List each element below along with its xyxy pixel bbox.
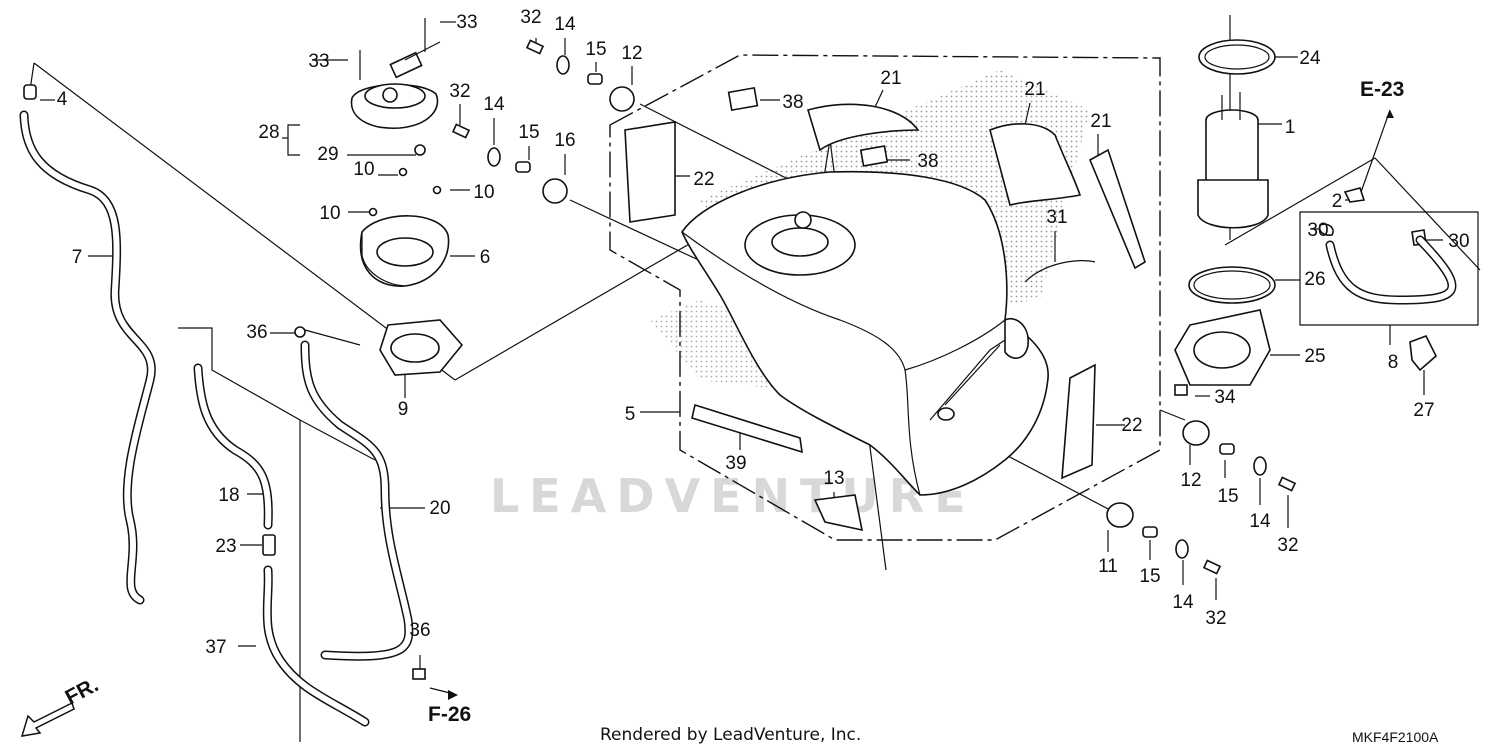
callout-38b: 38 — [917, 151, 938, 172]
callout-22b: 22 — [1121, 415, 1142, 436]
callout-14b: 14 — [483, 94, 505, 115]
callout-27: 27 — [1413, 400, 1434, 421]
callout-10c: 10 — [319, 203, 340, 224]
callout-24: 24 — [1299, 48, 1321, 69]
callout-32b: 32 — [449, 81, 470, 102]
callout-21a: 21 — [880, 68, 901, 89]
callout-labels: 1245678910101011121213141414141515151516… — [57, 7, 1470, 658]
pads-and-strips — [624, 103, 1146, 532]
fuel-cap-assembly — [350, 18, 464, 376]
callout-30b: 30 — [1448, 231, 1469, 252]
callout-7: 7 — [72, 247, 83, 268]
callout-20: 20 — [429, 498, 450, 519]
callout-38a: 38 — [782, 92, 803, 113]
callout-22a: 22 — [693, 169, 714, 190]
callout-15c: 15 — [1217, 486, 1238, 507]
callout-11: 11 — [1098, 556, 1118, 577]
callout-5: 5 — [625, 404, 636, 425]
callout-34: 34 — [1214, 387, 1236, 408]
front-direction-arrow-icon — [20, 701, 75, 737]
callout-10a: 10 — [353, 159, 374, 180]
callout-9: 9 — [398, 399, 409, 420]
callout-21c: 21 — [1090, 111, 1111, 132]
callout-23: 23 — [215, 536, 236, 557]
callout-14d: 14 — [1172, 592, 1194, 613]
callout-8: 8 — [1388, 352, 1399, 373]
callout-15b: 15 — [518, 122, 539, 143]
reference-arrow-icon — [448, 690, 458, 700]
callout-37: 37 — [205, 637, 226, 658]
callout-1: 1 — [1285, 117, 1296, 138]
callout-21b: 21 — [1024, 79, 1045, 100]
callout-12a: 12 — [621, 43, 642, 64]
callout-18: 18 — [218, 485, 239, 506]
callout-36a: 36 — [246, 322, 267, 343]
callout-16: 16 — [554, 130, 575, 151]
callout-10b: 10 — [473, 182, 494, 203]
diagram-code: MKF4F2100A — [1352, 729, 1439, 745]
callout-32d: 32 — [1205, 608, 1226, 629]
reference-arrow-icon — [1386, 110, 1394, 118]
small-hardware — [294, 39, 1297, 680]
callout-25: 25 — [1304, 346, 1325, 367]
callout-39: 39 — [725, 453, 746, 474]
fuel-hose — [1325, 235, 1457, 305]
callout-26: 26 — [1304, 269, 1325, 290]
callout-6: 6 — [480, 247, 491, 268]
callout-32a: 32 — [520, 7, 541, 28]
callout-12b: 12 — [1180, 470, 1201, 491]
reference-f26: F-26 — [428, 703, 471, 726]
callout-30a: 30 — [1307, 220, 1328, 241]
tubes — [19, 84, 414, 727]
rendered-by-credit: Rendered by LeadVenture, Inc. — [600, 725, 861, 745]
callout-14c: 14 — [1249, 511, 1271, 532]
callout-2: 2 — [1332, 191, 1343, 212]
callout-4: 4 — [57, 89, 68, 110]
callout-36b: 36 — [409, 620, 430, 641]
callout-15d: 15 — [1139, 566, 1160, 587]
callout-28: 28 — [258, 122, 279, 143]
callout-33b: 33 — [308, 51, 329, 72]
callout-14a: 14 — [554, 14, 576, 35]
callout-29: 29 — [317, 144, 338, 165]
callout-33a: 33 — [456, 12, 477, 33]
callout-31: 31 — [1046, 207, 1067, 228]
callout-15a: 15 — [585, 39, 606, 60]
fuel-pump-assembly — [1174, 39, 1437, 386]
callout-32c: 32 — [1277, 535, 1298, 556]
callout-13: 13 — [823, 468, 844, 489]
front-direction-label: FR. — [62, 673, 103, 709]
reference-e23: E-23 — [1360, 78, 1404, 101]
